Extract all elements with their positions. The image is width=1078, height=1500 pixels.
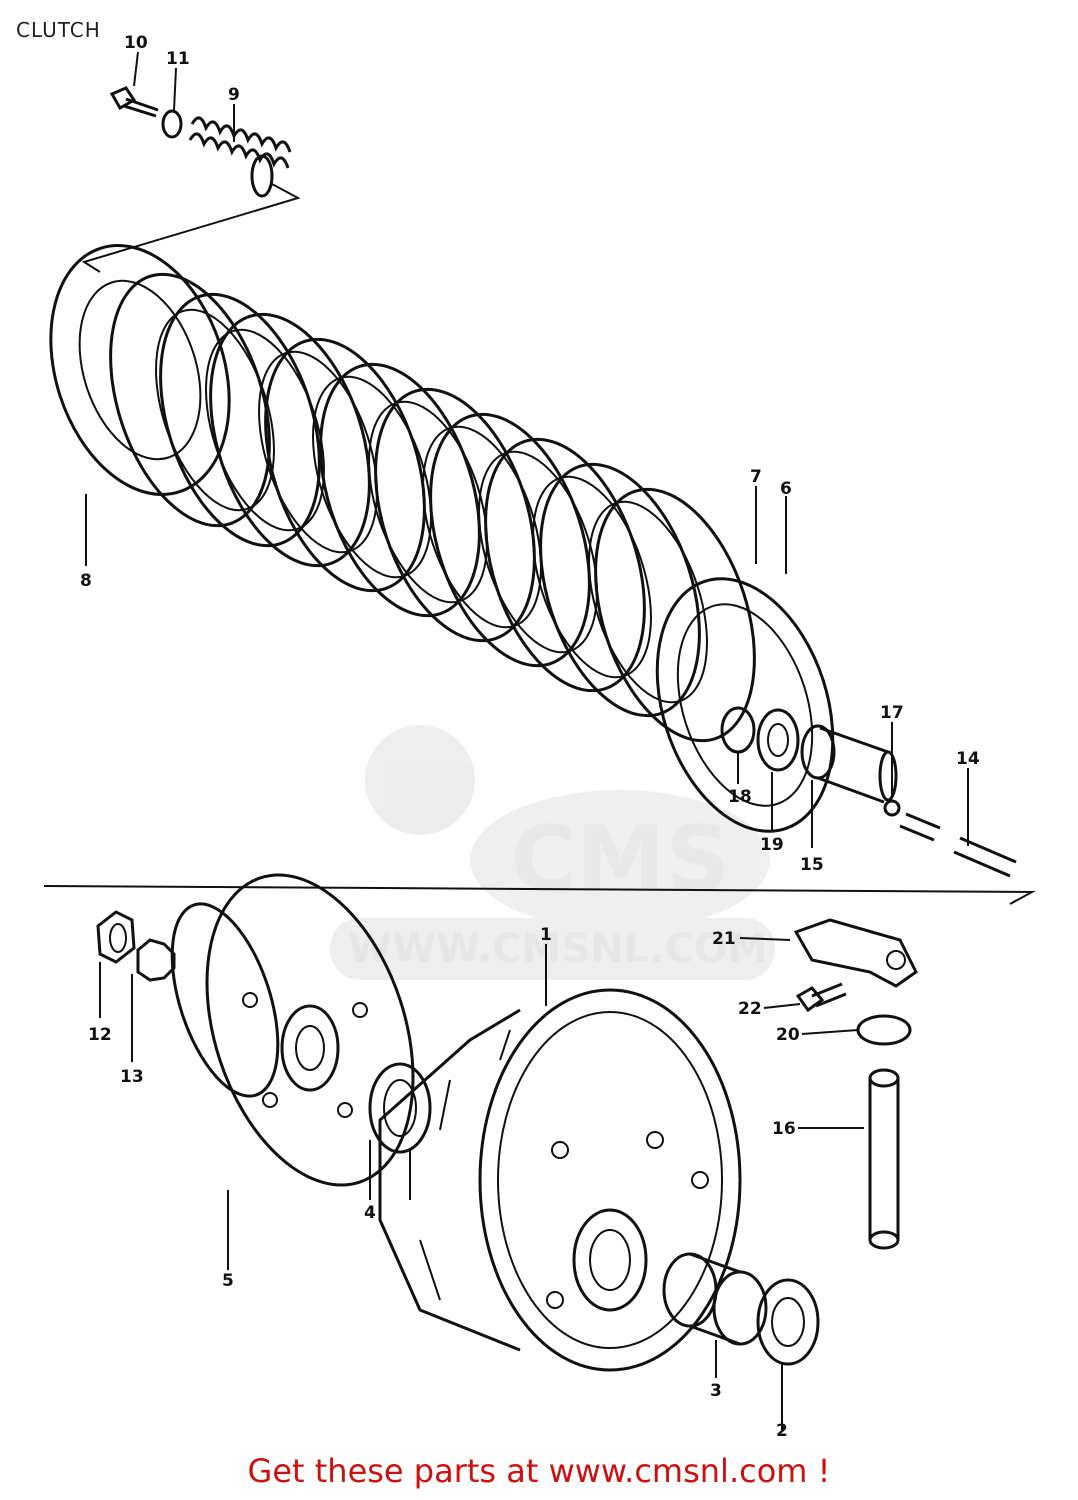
footer-link[interactable]: Get these parts at www.cmsnl.com ! [247,1452,831,1490]
watermark: CMS WWW.CMSNL.COM [330,725,775,980]
part-label-22: 22 [738,999,762,1019]
part-label-6: 6 [780,479,792,499]
bolt-icon [109,86,159,118]
release-shaft-icon [868,1068,900,1250]
push-rod-icon [899,812,1017,878]
clutch-spring-bolt-group [81,86,301,273]
thrust-washer-icon [368,1062,432,1154]
last-drive-plate [655,577,835,833]
part-label-21: 21 [712,929,736,949]
oil-seal-icon [856,1014,912,1046]
assembly-guide-line [43,885,1036,905]
lock-washer-icon [136,938,176,982]
assembly-guide-line [81,183,301,273]
part-label-19: 19 [760,835,784,855]
part-label-11: 11 [166,49,190,69]
bearing-icon [756,708,800,772]
clutch-hub-group [96,873,432,1187]
release-mechanism [793,918,918,1250]
spacer-icon [756,1278,820,1366]
part-label-9: 9 [228,85,240,105]
part-label-12: 12 [88,1025,112,1045]
part-label-18: 18 [728,787,752,807]
ball-icon [883,799,901,817]
page-title: CLUTCH [16,18,101,42]
part-label-16: 16 [772,1119,796,1139]
clutch-exploded-diagram: CMS WWW.CMSNL.COM [43,33,1036,1440]
part-label-20: 20 [776,1025,800,1045]
svg-text:CMS: CMS [510,807,730,912]
part-labels: 10 11 9 8 7 6 17 14 18 19 15 1 21 22 20 … [80,33,980,1440]
spring-icon [188,116,292,198]
part-label-4: 4 [364,1203,376,1223]
leader-lines [85,51,969,1430]
nut-icon [96,910,136,964]
push-piece-icon [800,724,898,804]
clutch-housing [378,988,742,1372]
watermark-url: WWW.CMSNL.COM [348,926,768,972]
part-label-13: 13 [120,1067,144,1087]
part-label-2: 2 [776,1421,788,1440]
part-label-14: 14 [956,749,980,769]
clutch-plate-stack [49,244,835,833]
clutch-hub [170,873,415,1187]
part-label-15: 15 [800,855,824,875]
part-label-3: 3 [710,1381,722,1401]
watermark-logo: CMS [365,725,770,930]
part-label-8: 8 [80,571,92,591]
part-label-7: 7 [750,467,762,487]
release-arm-icon [793,918,918,988]
part-label-10: 10 [124,33,148,53]
needle-bearing-icon [662,1252,768,1346]
part-label-17: 17 [880,703,904,723]
washer-icon [161,109,183,139]
washer-icon [720,706,756,754]
part-label-1: 1 [540,925,552,945]
pressure-plate [49,244,231,496]
part-label-5: 5 [222,1271,234,1291]
screw-icon [795,982,847,1013]
driven-plates [155,308,708,704]
